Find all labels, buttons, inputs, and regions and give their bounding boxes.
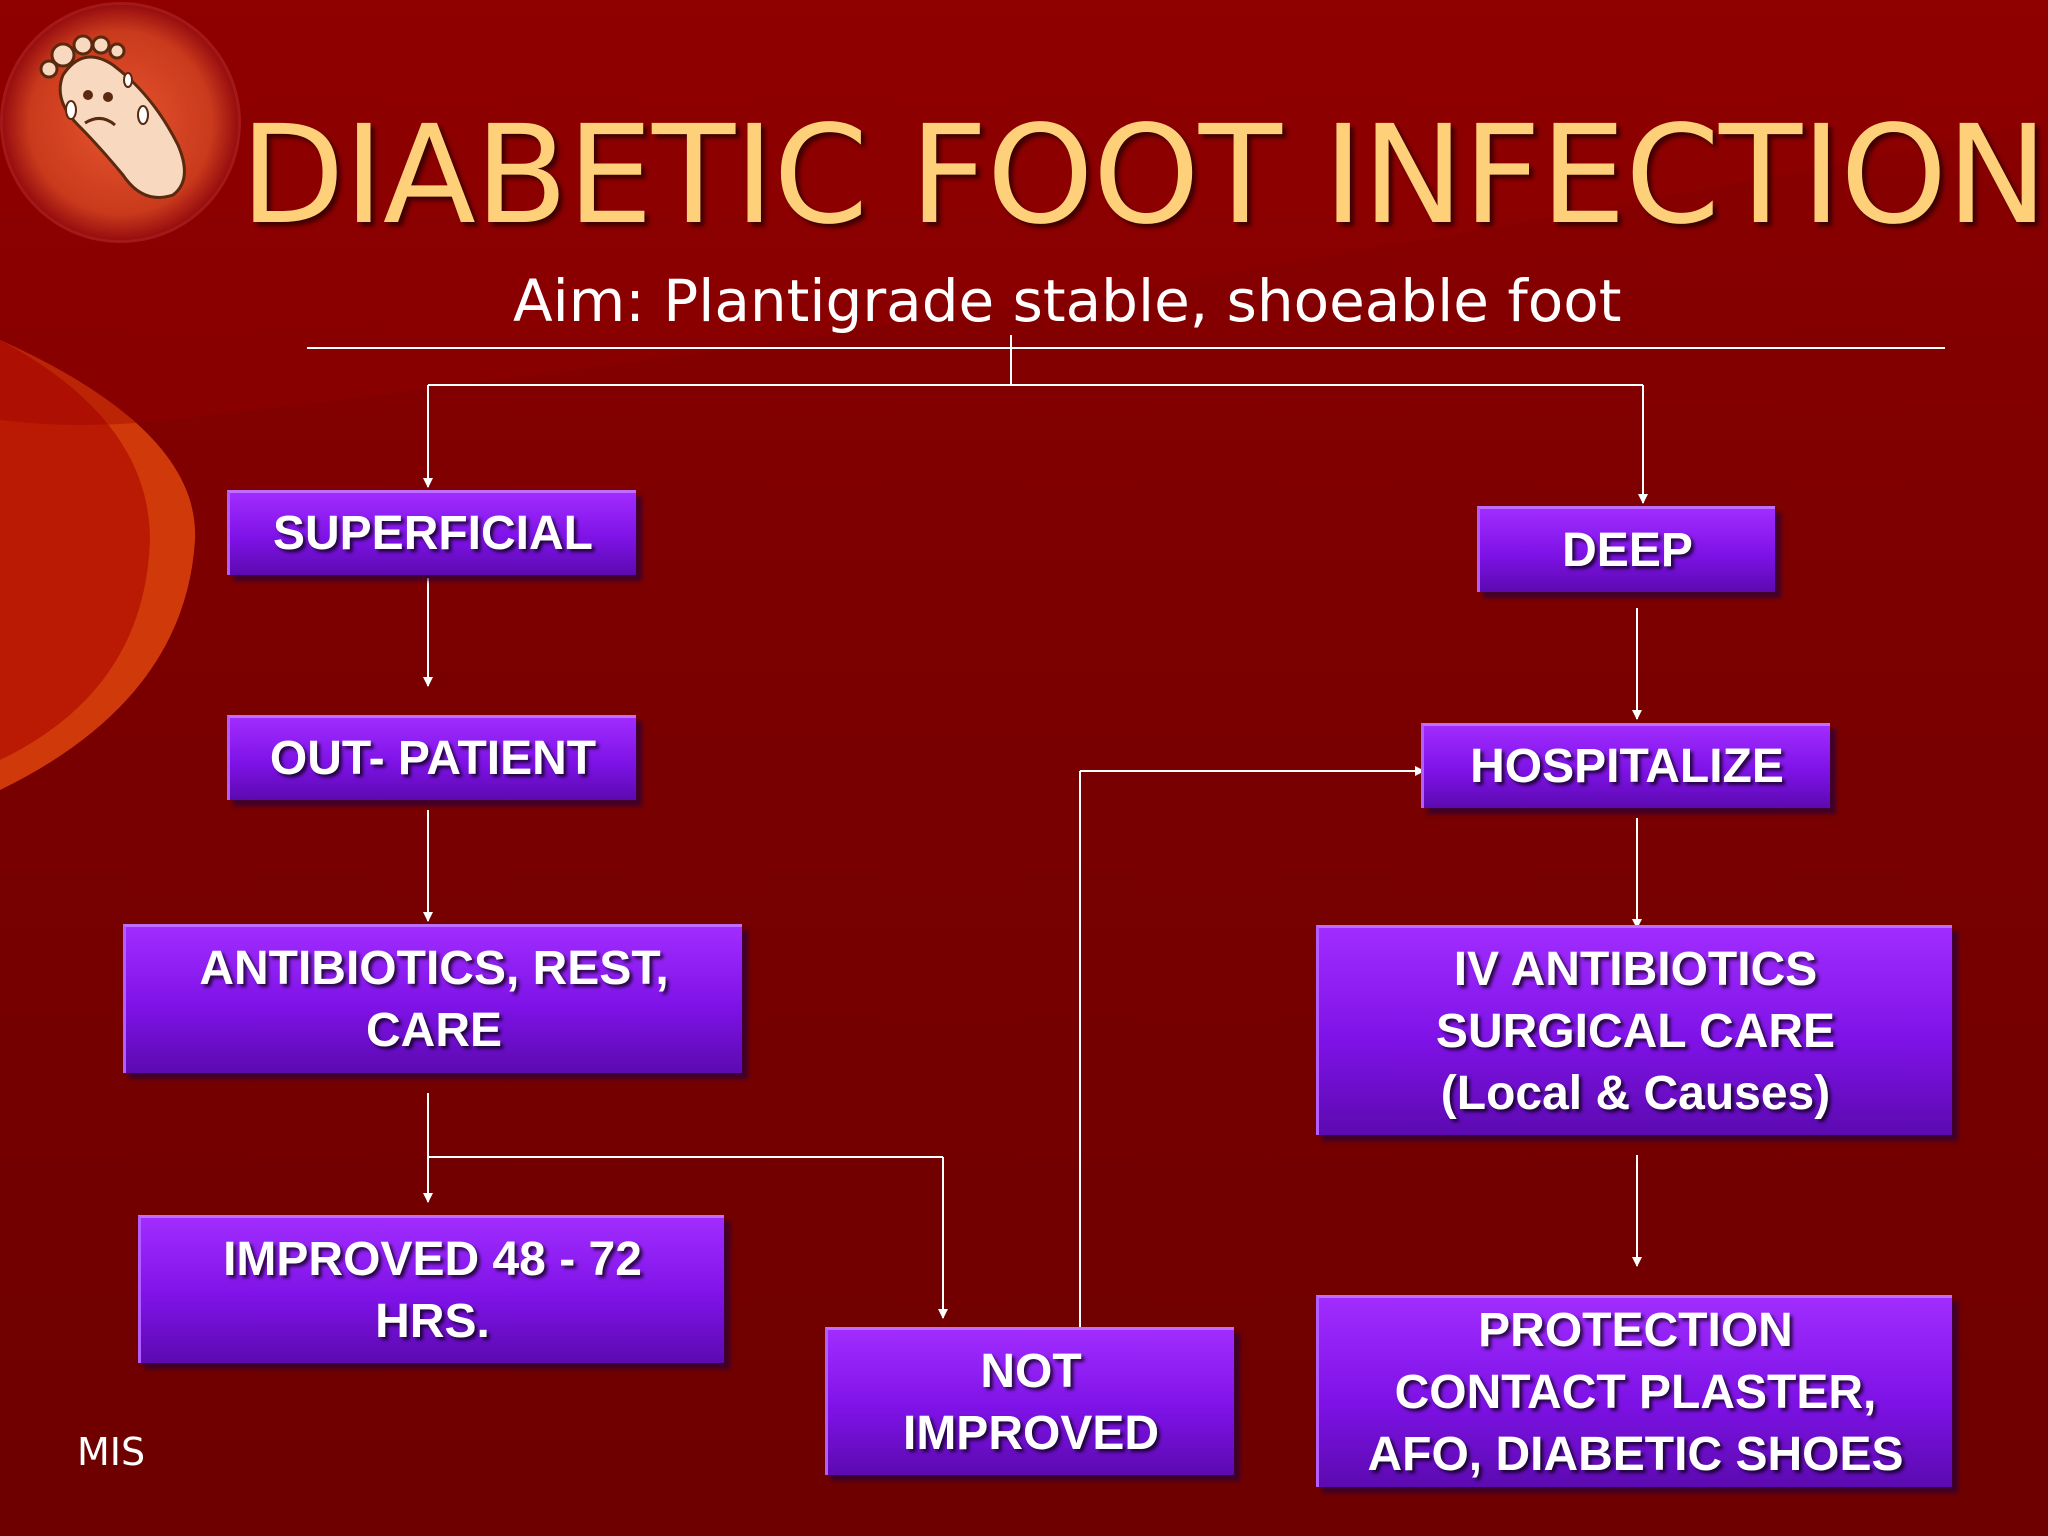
top-band (0, 0, 2048, 425)
node-protection: PROTECTION CONTACT PLASTER, AFO, DIABETI… (1316, 1295, 1952, 1487)
diabetic-foot-icon (39, 34, 186, 199)
node-deep: DEEP (1477, 506, 1775, 592)
node-improved: IMPROVED 48 - 72 HRS. (138, 1215, 724, 1363)
node-hospitalize: HOSPITALIZE (1421, 723, 1830, 808)
slide-subtitle: Aim: Plantigrade stable, shoeable foot (513, 267, 1622, 335)
diabetic-foot-logo (3, 5, 238, 240)
node-superficial: SUPERFICIAL (227, 490, 636, 575)
inner-swoosh (0, 340, 150, 760)
slide-title: DIABETIC FOOT INFECTION (240, 97, 2048, 255)
node-out-patient: OUT- PATIENT (227, 715, 636, 800)
node-iv-antibiotics: IV ANTIBIOTICS SURGICAL CARE (Local & Ca… (1316, 925, 1952, 1135)
node-not-improved: NOT IMPROVED (825, 1327, 1234, 1475)
node-antibiotics-rest-care: ANTIBIOTICS, REST, CARE (123, 924, 742, 1073)
footer-label: MIS (77, 1430, 146, 1474)
